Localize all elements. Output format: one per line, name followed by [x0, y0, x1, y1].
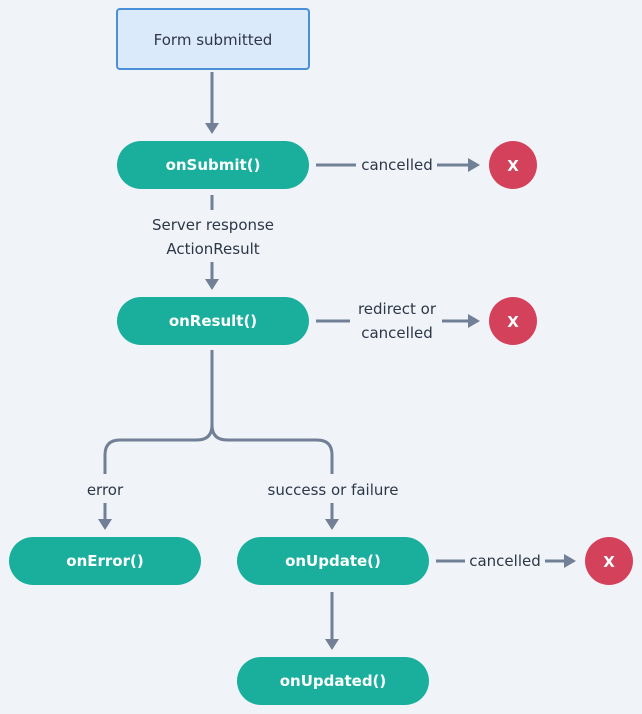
terminal-label-update-cancelled: X [603, 553, 615, 571]
edge-label-error: error [87, 481, 124, 499]
edge-label-update-cancelled: cancelled [469, 552, 541, 570]
terminal-label-submit-cancelled: X [507, 157, 519, 175]
node-label-on-updated: onUpdated() [280, 672, 387, 690]
node-on-result: onResult() [117, 297, 309, 345]
node-label-on-submit: onSubmit() [166, 156, 261, 174]
edge-label-redirect-cancelled: cancelled [361, 324, 433, 342]
edge-result-to-update: success or failure [268, 481, 399, 530]
edge-result-cancelled: redirect or cancelled [316, 300, 480, 342]
terminal-result-cancelled: X [489, 297, 537, 345]
edge-label-submit-cancelled: cancelled [361, 156, 433, 174]
edge-result-split [103, 350, 334, 474]
edge-start-to-submit [205, 72, 219, 134]
node-on-update: onUpdate() [237, 537, 429, 585]
node-label-on-update: onUpdate() [285, 552, 381, 570]
node-label-on-error: onError() [66, 552, 143, 570]
terminal-submit-cancelled: X [489, 141, 537, 189]
edge-label-server-response: Server response [152, 216, 274, 234]
edge-label-success-or-failure: success or failure [268, 481, 399, 499]
node-on-error: onError() [9, 537, 201, 585]
terminal-label-result-cancelled: X [507, 313, 519, 331]
edge-update-to-updated [325, 592, 339, 650]
edge-label-action-result: ActionResult [166, 240, 259, 258]
node-on-updated: onUpdated() [237, 657, 429, 705]
edge-submit-to-result: Server response ActionResult [152, 195, 274, 290]
node-label-on-result: onResult() [169, 312, 257, 330]
node-on-submit: onSubmit() [117, 141, 309, 189]
edge-submit-cancelled: cancelled [316, 156, 480, 174]
edge-result-to-error: error [87, 481, 124, 530]
node-form-submitted: Form submitted [116, 8, 310, 70]
terminal-update-cancelled: X [585, 537, 633, 585]
edge-update-cancelled: cancelled [436, 552, 576, 570]
edge-label-redirect-or: redirect or [358, 300, 437, 318]
node-label-form-submitted: Form submitted [154, 31, 273, 49]
